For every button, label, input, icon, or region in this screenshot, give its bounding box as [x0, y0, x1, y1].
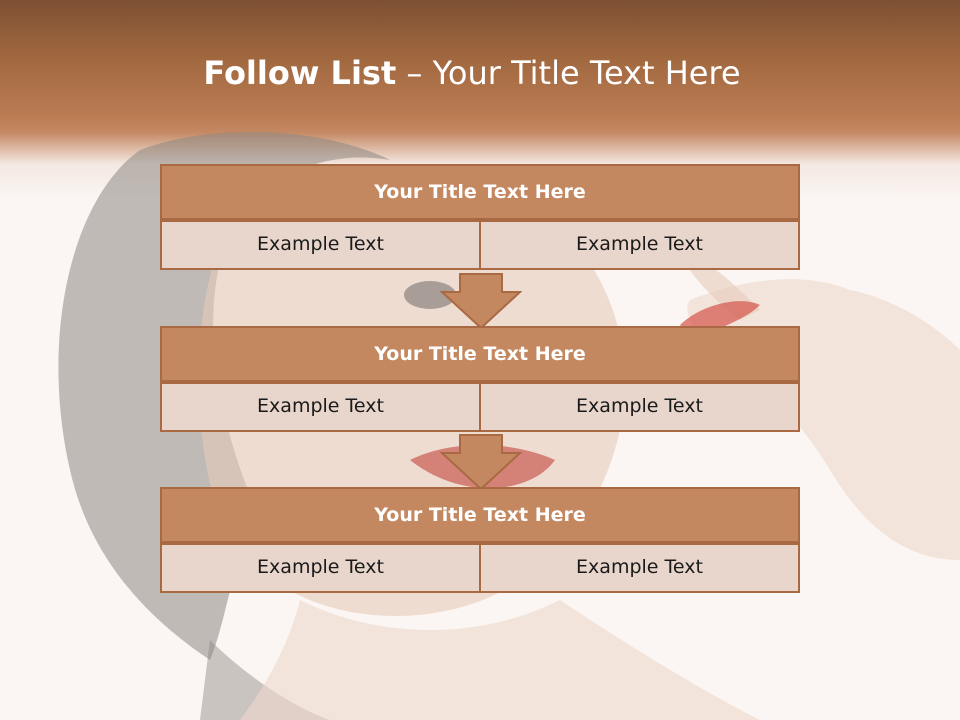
down-arrow-icon — [440, 273, 522, 330]
slide-title-rest: – Your Title Text Here — [396, 54, 741, 92]
block-title: Your Title Text Here — [160, 326, 800, 382]
slide-title: Follow List – Your Title Text Here — [0, 54, 944, 92]
block-cell-right: Example Text — [479, 543, 800, 593]
follow-list-block-3: Your Title Text Here Example Text Exampl… — [160, 487, 800, 593]
follow-list-block-2: Your Title Text Here Example Text Exampl… — [160, 326, 800, 432]
follow-list-block-1: Your Title Text Here Example Text Exampl… — [160, 164, 800, 270]
down-arrow-icon — [440, 434, 522, 491]
block-cell-right: Example Text — [479, 220, 800, 270]
slide-title-bold: Follow List — [203, 54, 397, 92]
block-title: Your Title Text Here — [160, 487, 800, 543]
block-title: Your Title Text Here — [160, 164, 800, 220]
block-cell-left: Example Text — [160, 382, 481, 432]
block-cell-left: Example Text — [160, 543, 481, 593]
block-cell-left: Example Text — [160, 220, 481, 270]
block-cell-right: Example Text — [479, 382, 800, 432]
